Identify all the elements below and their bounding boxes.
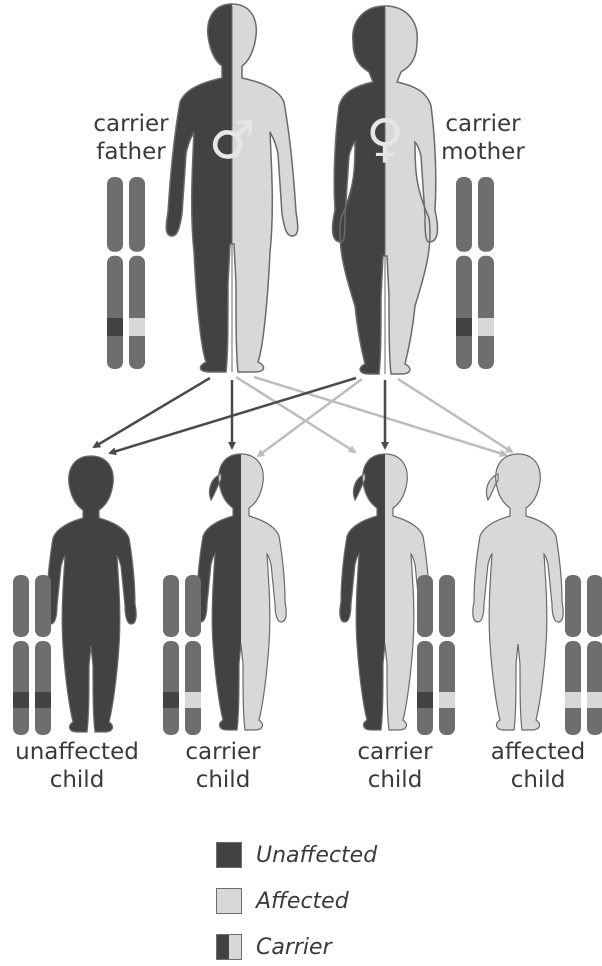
gene-band-affected (587, 692, 602, 708)
child-3-chromosomes (417, 575, 455, 735)
female-symbol-icon: ♀ (366, 109, 404, 169)
gene-band-unaffected (456, 318, 472, 336)
gene-band-unaffected (417, 692, 433, 708)
child-1-figure (46, 456, 136, 732)
legend-swatch-carrier (216, 934, 242, 960)
gene-band-unaffected (163, 692, 179, 708)
child-2-label-line2: child (168, 766, 278, 794)
chromosome-arm (13, 641, 29, 735)
chromosome-arm (129, 256, 145, 369)
chromosome-arm (35, 641, 51, 735)
child-3-figure (340, 454, 430, 730)
child-1-label-line1: unaffected (4, 738, 150, 766)
child-4-label-line2: child (478, 766, 598, 794)
mother-label-line2: mother (428, 138, 538, 166)
chromosome-arm (587, 641, 602, 735)
mother-chromosomes (456, 177, 494, 369)
legend-label-affected: Affected (256, 889, 349, 914)
gene-band-unaffected (13, 692, 29, 708)
child-2-label: carrier child (168, 738, 278, 794)
gene-band-unaffected (35, 692, 51, 708)
gene-band-affected (565, 692, 581, 708)
legend-item-unaffected: Unaffected (216, 840, 377, 870)
arrow-father-to-child1 (94, 378, 210, 447)
gene-band-affected (129, 318, 145, 336)
chromosome-arm (478, 256, 494, 369)
child-1-label: unaffected child (4, 738, 150, 794)
legend-swatch-affected (216, 888, 242, 914)
chromosome-arm (13, 575, 29, 637)
chromosome-arm (478, 177, 494, 252)
child-4-chromosomes (565, 575, 602, 735)
chromosome-arm (163, 641, 179, 735)
chromosome-arm (439, 575, 455, 637)
chromosome-arm (565, 641, 581, 735)
child-3-label-line1: carrier (340, 738, 450, 766)
chromosome-arm (35, 575, 51, 637)
chromosome-arm (456, 177, 472, 252)
mother-figure (333, 6, 438, 374)
father-figure (166, 4, 298, 372)
arrow-father-to-child3 (236, 377, 355, 452)
chromosome-arm (587, 575, 602, 637)
chromosome-arm (417, 575, 433, 637)
father-chromosomes (107, 177, 145, 369)
child-4-label-line1: affected (478, 738, 598, 766)
chromosome-arm (565, 575, 581, 637)
child-3-label: carrier child (340, 738, 450, 794)
child-1-chromosomes (13, 575, 51, 735)
child-1-label-line2: child (4, 766, 150, 794)
gene-band-unaffected (107, 318, 123, 336)
chromosome-arm (417, 641, 433, 735)
legend-label-unaffected: Unaffected (256, 843, 377, 868)
chromosome-arm (185, 641, 201, 735)
arrow-mother-to-child2 (258, 379, 362, 456)
child-4-figure (473, 454, 563, 730)
inheritance-arrows (94, 377, 512, 456)
chromosome-arm (439, 641, 455, 735)
child-2-label-line1: carrier (168, 738, 278, 766)
arrow-father-to-child4 (254, 377, 506, 455)
mother-label-line1: carrier (428, 110, 538, 138)
gene-band-affected (478, 318, 494, 336)
legend-swatch-unaffected (216, 842, 242, 868)
child-4-label: affected child (478, 738, 598, 794)
child-2-figure (196, 454, 286, 730)
legend-label-carrier: Carrier (256, 935, 332, 960)
father-label-line2: father (76, 138, 186, 166)
chromosome-arm (129, 177, 145, 252)
male-symbol-icon: ♂ (209, 111, 256, 171)
arrow-mother-to-child4 (398, 379, 512, 452)
legend-item-carrier: Carrier (216, 932, 332, 962)
chromosome-arm (456, 256, 472, 369)
mother-label: carrier mother (428, 110, 538, 166)
chromosome-arm (107, 177, 123, 252)
chromosome-arm (185, 575, 201, 637)
father-label-line1: carrier (76, 110, 186, 138)
gene-band-affected (185, 692, 201, 708)
father-label: carrier father (76, 110, 186, 166)
child-2-chromosomes (163, 575, 201, 735)
gene-band-affected (439, 692, 455, 708)
child-3-label-line2: child (340, 766, 450, 794)
chromosome-arm (163, 575, 179, 637)
legend-item-affected: Affected (216, 886, 349, 916)
chromosome-arm (107, 256, 123, 369)
